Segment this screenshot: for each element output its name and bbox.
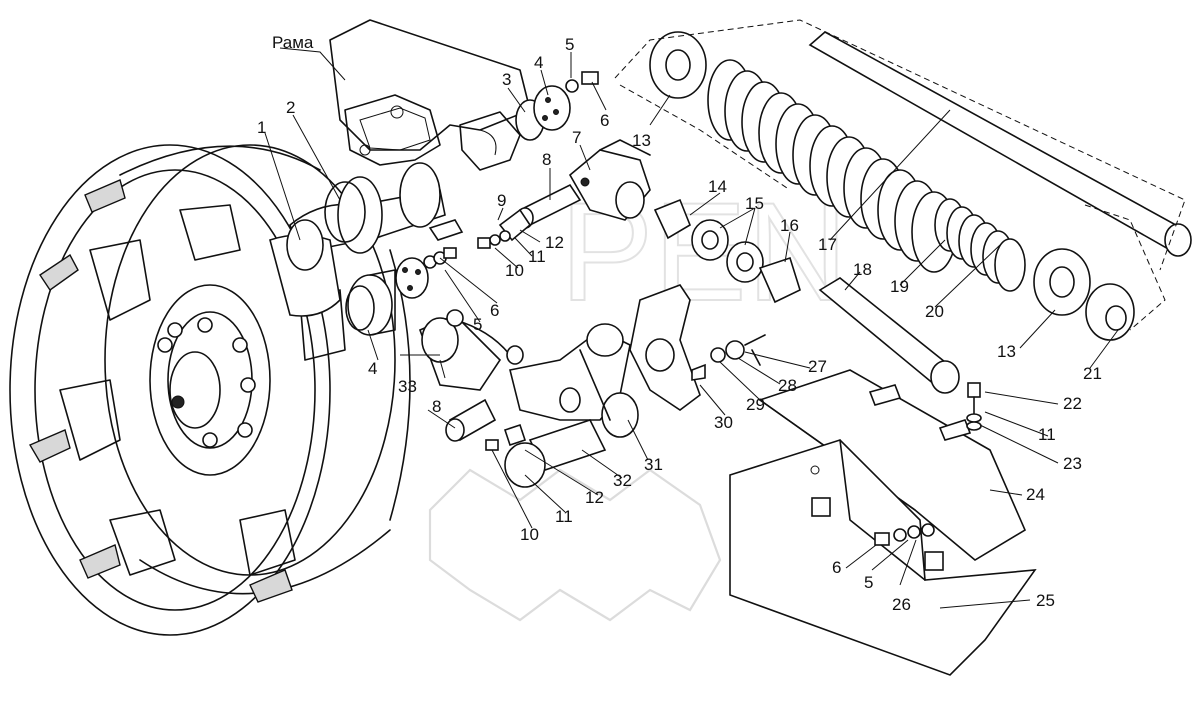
callout-6-top: 6 [600,111,609,130]
bracket-right [629,284,766,411]
hydraulic-cylinder [418,309,524,391]
spring-coil [707,59,957,273]
callout-5-lower: 5 [864,573,873,592]
callout-24: 24 [1026,485,1045,504]
callout-4-top: 4 [534,53,543,72]
callout-28: 28 [778,376,797,395]
bolt-set-lower [874,523,935,546]
callout-17: 17 [818,235,837,254]
bolt-right [966,382,982,431]
callout-5-top: 5 [565,35,574,54]
callout-5-mid: 5 [473,315,482,334]
cover-upper [758,369,1027,561]
callout-19: 19 [890,277,909,296]
spring-inner [934,198,1026,292]
callout-23: 23 [1063,454,1082,473]
rod [808,31,1192,257]
pin-lower [445,398,497,442]
tube [818,277,960,394]
crank-axle [269,162,446,317]
label-frame: Рама [272,33,314,52]
frame-part [329,19,531,171]
callout-6-mid: 6 [490,301,499,320]
callout-11-right: 11 [1038,425,1056,444]
wheel [9,144,411,636]
callout-33: 33 [398,377,417,396]
nut-stack [653,198,801,304]
callout-13-bottom: 13 [997,342,1016,361]
callout-12-top: 12 [545,233,564,252]
callout-31: 31 [644,455,663,474]
callout-3: 3 [502,70,511,89]
spring-disk-bottom [1033,248,1091,316]
lever-arm [509,323,639,438]
callout-32: 32 [613,471,632,490]
callout-6-lower: 6 [832,558,841,577]
callout-15: 15 [745,194,764,213]
callout-9: 9 [497,191,506,210]
callout-2: 2 [286,98,295,117]
callout-22: 22 [1063,394,1082,413]
callout-labels: Рама 1 2 3 4 5 6 7 8 9 12 11 10 13 14 15… [257,33,1102,614]
callout-20: 20 [925,302,944,321]
cap-top [515,71,599,141]
callout-29: 29 [746,395,765,414]
callout-21: 21 [1083,364,1102,383]
callout-13-top: 13 [632,131,651,150]
callout-16: 16 [780,216,799,235]
callout-18: 18 [853,260,872,279]
callout-1: 1 [257,118,266,137]
callout-12-lower: 12 [585,488,604,507]
callout-27: 27 [808,357,827,376]
callout-11-lower: 11 [555,507,573,526]
spring-coil-turn [994,238,1026,292]
callout-26: 26 [892,595,911,614]
spring-disk-top [649,31,707,99]
callout-8-lower: 8 [432,397,441,416]
callout-7: 7 [572,128,581,147]
callout-25: 25 [1036,591,1055,610]
bushing-left [345,269,396,336]
callout-11-top: 11 [528,247,546,266]
callout-30: 30 [714,413,733,432]
leader-lines [264,47,1119,609]
callout-14: 14 [708,177,727,196]
lock-plate-upper [428,208,532,249]
end-cap [1085,283,1135,341]
callout-10-lower: 10 [520,525,539,544]
flange-small [395,257,429,299]
callout-4-lower: 4 [368,359,377,378]
callout-10-top: 10 [505,261,524,280]
callout-8-top: 8 [542,150,551,169]
pin-32 [485,419,607,488]
guard-lower [729,439,1037,676]
clevis [568,139,651,221]
